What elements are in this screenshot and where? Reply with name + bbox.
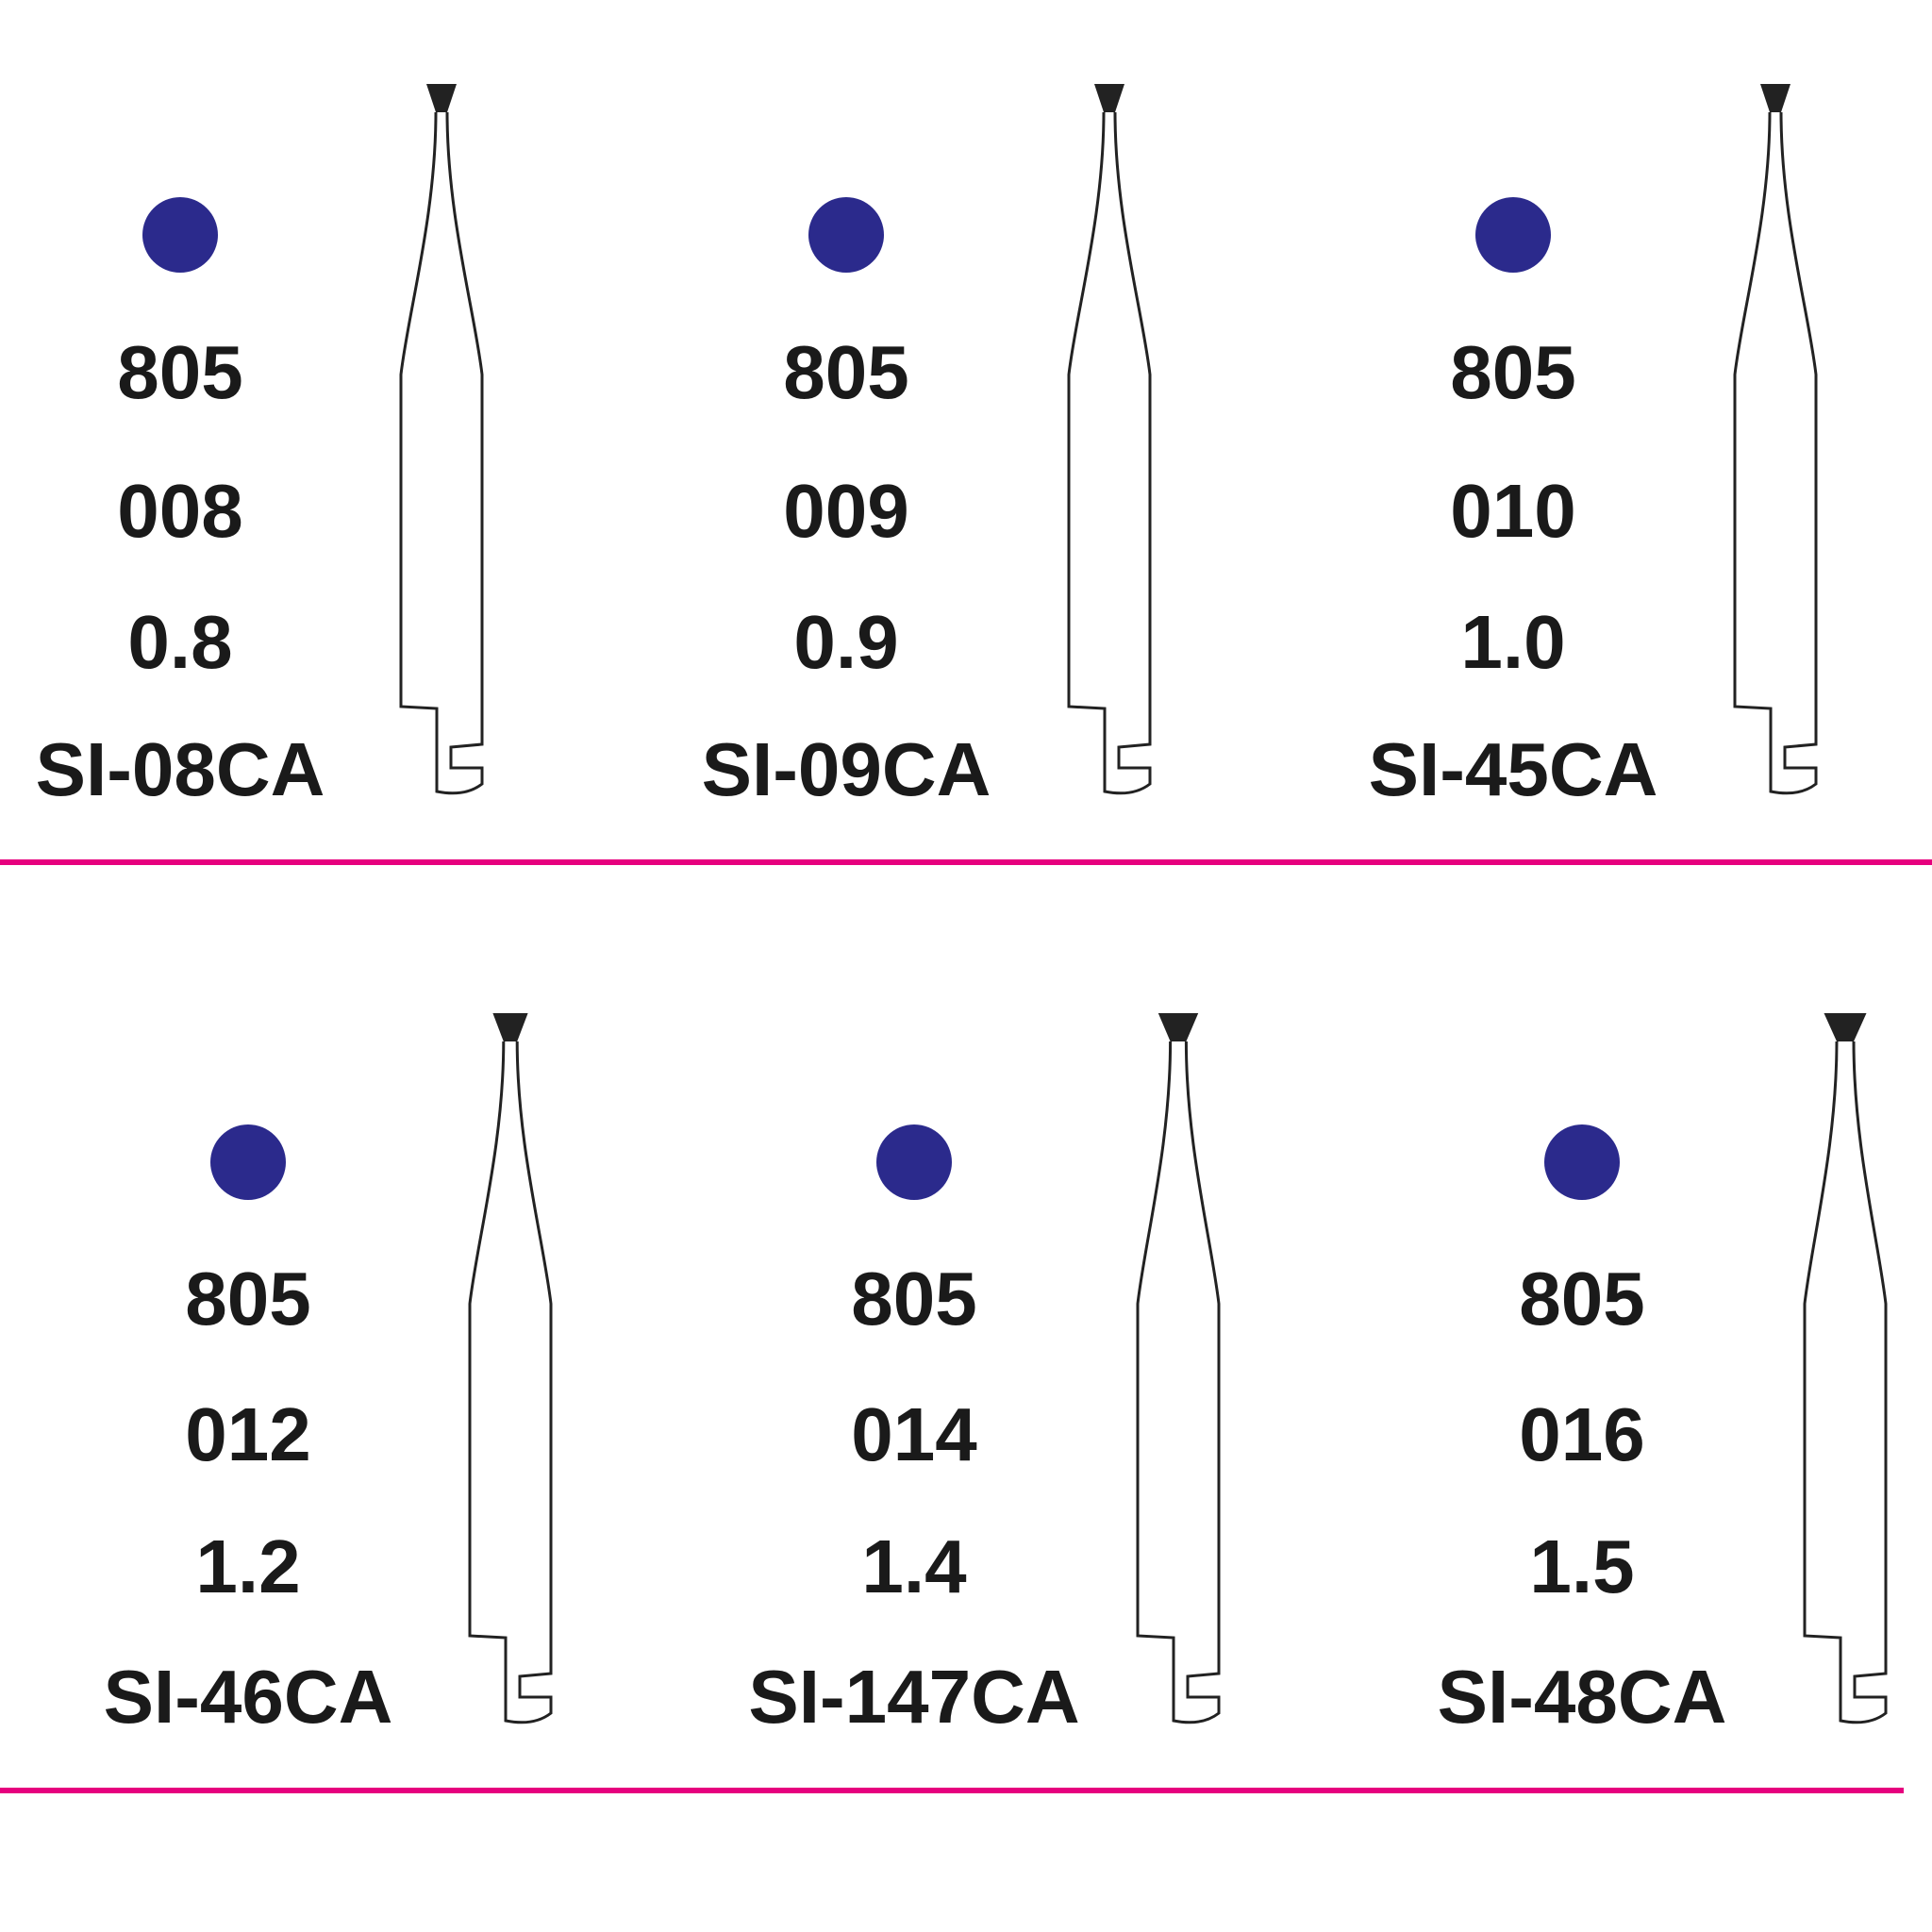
- bur-iso-label: 010: [1450, 469, 1576, 553]
- color-code-dot: [210, 1124, 286, 1200]
- bur-outline: [399, 111, 484, 795]
- row-divider: [0, 859, 1932, 865]
- bur-iso-label: 012: [185, 1392, 311, 1476]
- bur-diameter-label: 1.2: [195, 1524, 301, 1608]
- bur-series-label: 805: [1450, 330, 1576, 414]
- bur-head: [1824, 1013, 1867, 1041]
- bur-diameter-label: 0.8: [127, 600, 233, 684]
- color-code-dot: [142, 197, 218, 273]
- bur-series-label: 805: [1519, 1257, 1645, 1341]
- bur-iso-label: 016: [1519, 1392, 1645, 1476]
- color-code-dot: [808, 197, 884, 273]
- bur-iso-label: 009: [783, 469, 909, 553]
- row-divider: [0, 1788, 1904, 1793]
- bur-series-label: 805: [851, 1257, 977, 1341]
- bur-diameter-label: 1.4: [861, 1524, 967, 1608]
- bur-illustration: [1067, 84, 1152, 795]
- bur-series-label: 805: [117, 330, 243, 414]
- color-code-dot: [876, 1124, 952, 1200]
- bur-head: [1094, 84, 1124, 112]
- bur-series-label: 805: [783, 330, 909, 414]
- bur-illustration: [1733, 84, 1818, 795]
- bur-illustration: [468, 1013, 553, 1724]
- bur-series-label: 805: [185, 1257, 311, 1341]
- bur-code-label: SI-09CA: [701, 727, 991, 811]
- bur-diameter-label: 1.5: [1529, 1524, 1635, 1608]
- bur-code-label: SI-48CA: [1437, 1655, 1727, 1739]
- bur-code-label: SI-147CA: [748, 1655, 1080, 1739]
- bur-code-label: SI-45CA: [1368, 727, 1658, 811]
- bur-illustration: [1803, 1013, 1888, 1724]
- bur-illustration: [399, 84, 484, 795]
- bur-head: [1158, 1013, 1199, 1041]
- bur-outline: [1803, 1041, 1888, 1724]
- bur-outline: [1733, 111, 1818, 795]
- bur-outline: [468, 1041, 553, 1724]
- bur-diameter-label: 0.9: [793, 600, 899, 684]
- bur-code-label: SI-46CA: [103, 1655, 393, 1739]
- color-code-dot: [1475, 197, 1551, 273]
- bur-code-label: SI-08CA: [35, 727, 325, 811]
- bur-head: [426, 84, 457, 112]
- bur-outline: [1067, 111, 1152, 795]
- bur-head: [1760, 84, 1790, 112]
- bur-diameter-label: 1.0: [1460, 600, 1566, 684]
- bur-illustration: [1136, 1013, 1221, 1724]
- bur-iso-label: 014: [851, 1392, 977, 1476]
- bur-outline: [1136, 1041, 1221, 1724]
- color-code-dot: [1544, 1124, 1620, 1200]
- bur-head: [492, 1013, 528, 1041]
- bur-iso-label: 008: [117, 469, 243, 553]
